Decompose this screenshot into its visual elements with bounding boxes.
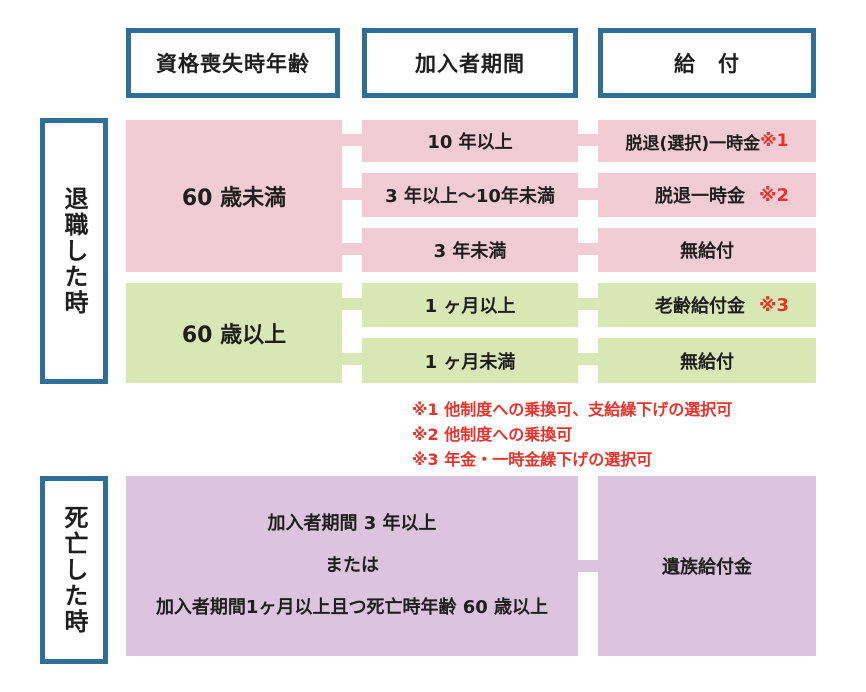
connector (342, 353, 362, 365)
connector (578, 188, 598, 200)
age-under-60: 60 歳未満 (126, 120, 342, 272)
benefit-none-over60: 無給付 (598, 338, 816, 383)
note-mark: ※3 (758, 294, 790, 316)
condition-line-3: 加入者期間1ヶ月以上且つ死亡時年齢 60 歳以上 (155, 597, 549, 618)
connector (578, 353, 598, 365)
death-conditions: 加入者期間 3 年以上 または 加入者期間1ヶ月以上且つ死亡時年齢 60 歳以上 (126, 476, 578, 656)
note-1: ※1 他制度への乗換可、支給繰下げの選択可 (412, 400, 733, 419)
death-side-label: 死亡した時 (40, 476, 108, 664)
connector (578, 298, 598, 310)
benefit-old-age: 老齢給付金 ※3 (598, 283, 816, 327)
note-3: ※3 年金・一時金繰下げの選択可 (412, 450, 653, 469)
header-benefit: 給 付 (598, 28, 816, 98)
period-under-3y: 3 年未満 (362, 228, 578, 272)
age-60-plus: 60 歳以上 (126, 283, 342, 383)
note-2: ※2 他制度への乗換可 (412, 425, 573, 444)
connector (578, 560, 598, 572)
connector (342, 243, 362, 255)
retirement-side-label: 退職した時 (40, 118, 108, 384)
benefit-label: 脱退(選択)一時金 (625, 133, 761, 154)
condition-line-1: 加入者期間 3 年以上 (267, 513, 437, 534)
header-age: 資格喪失時年齢 (126, 28, 340, 98)
period-under-1m: 1 ヶ月未満 (362, 338, 578, 383)
connector (342, 188, 362, 200)
header-period: 加入者期間 (362, 28, 578, 98)
connector (578, 134, 598, 146)
note-mark: ※1 (760, 131, 789, 151)
connector (578, 243, 598, 255)
benefit-withdrawal-optional: 脱退(選択)一時金 ※1 (598, 120, 816, 162)
period-1m-plus: 1 ヶ月以上 (362, 283, 578, 327)
period-10y-plus: 10 年以上 (362, 120, 578, 162)
benefit-label: 脱退一時金 (654, 186, 745, 207)
condition-line-2: または (325, 555, 379, 576)
connector (342, 134, 362, 146)
benefit-withdrawal: 脱退一時金 ※2 (598, 173, 816, 217)
benefit-survivor: 遺族給付金 (598, 476, 816, 656)
connector (342, 298, 362, 310)
note-mark: ※2 (758, 184, 790, 206)
period-3y-to-10y: 3 年以上～10年未満 (362, 173, 578, 217)
benefit-label: 老齢給付金 (654, 296, 745, 317)
benefit-none-under60: 無給付 (598, 228, 816, 272)
